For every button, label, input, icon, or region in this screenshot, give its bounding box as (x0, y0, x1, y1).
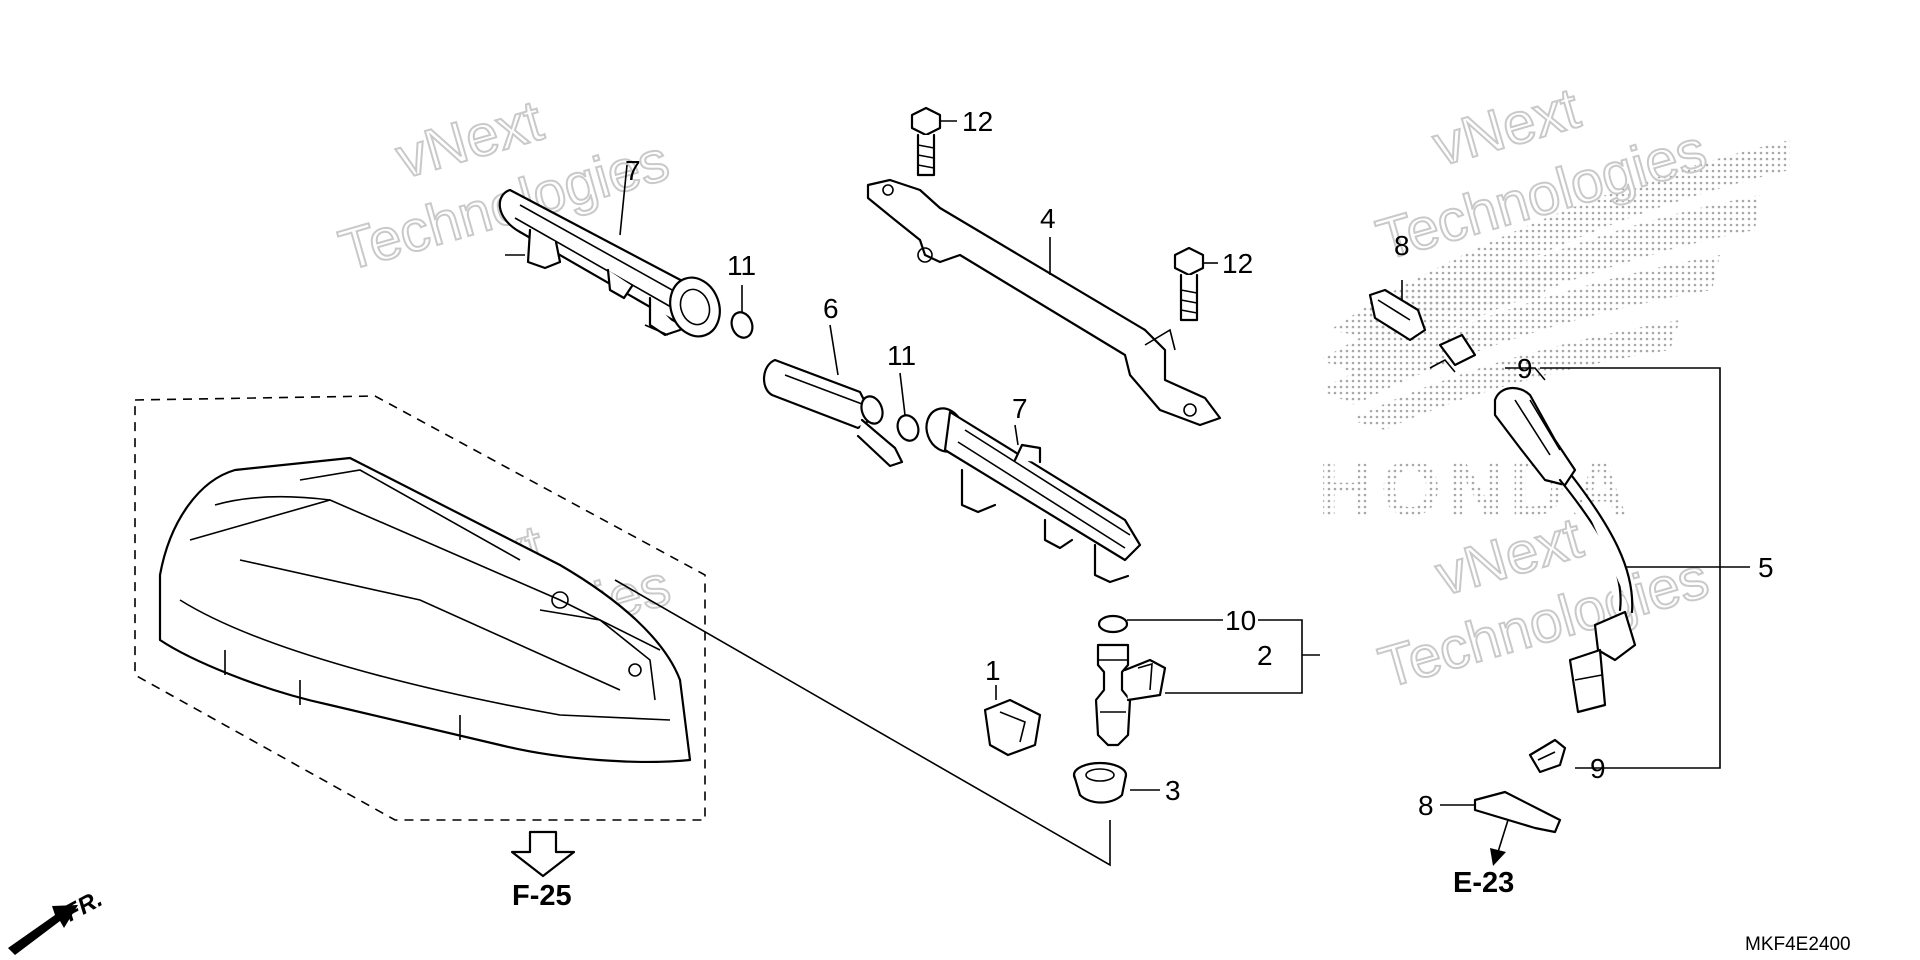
diagram-code: MKF4E2400 (1745, 934, 1851, 955)
callout-12-upper: 12 (962, 106, 993, 137)
callout-8-lower: 8 (1418, 790, 1434, 821)
injector-clip (983, 698, 1042, 757)
callout-4: 4 (1040, 203, 1056, 234)
callout-11-lower: 11 (887, 340, 916, 371)
seal-ring (1097, 614, 1129, 634)
callout-9-upper: 9 (1517, 353, 1533, 384)
callout-5: 5 (1758, 552, 1774, 583)
connector-clip-lower (1473, 790, 1562, 834)
callout-12-right: 12 (1222, 248, 1253, 279)
o-ring-upper (730, 311, 754, 339)
callout-3: 3 (1165, 775, 1181, 806)
injector-grommet (1072, 761, 1128, 804)
callout-10: 10 (1225, 605, 1256, 636)
reference-e23-label: E-23 (1453, 867, 1514, 899)
callout-9-lower: 9 (1590, 753, 1606, 784)
o-ring-lower (896, 414, 920, 442)
callout-labels: 1 2 3 4 5 6 7 7 8 8 9 9 10 11 11 12 12 (625, 106, 1774, 821)
fuel-rail-lower (925, 407, 1142, 584)
leader-lines (619, 120, 1750, 806)
harness-reference: E-23 (1453, 819, 1514, 899)
bolt-right (1173, 246, 1205, 322)
leader-cover (614, 579, 1111, 867)
reference-f25-label: F-25 (512, 880, 572, 912)
callout-7-lower: 7 (1012, 393, 1028, 424)
honda-logo-text: HONDA (1318, 444, 1634, 532)
bolt-upper (910, 106, 942, 177)
callout-7-upper: 7 (625, 155, 641, 186)
connector-clip-upper (1368, 288, 1427, 342)
front-direction-marker: FR. (8, 885, 107, 955)
callout-1: 1 (985, 655, 1001, 686)
callout-6: 6 (823, 293, 839, 324)
callout-2: 2 (1257, 640, 1273, 671)
callout-8-upper: 8 (1394, 230, 1410, 261)
fuel-injector (1094, 643, 1167, 747)
air-cleaner-reference: F-25 (510, 830, 576, 912)
callout-11-upper: 11 (727, 250, 756, 281)
honda-logo: HONDA (1318, 140, 1790, 532)
air-cleaner-cover (134, 395, 706, 821)
joint-pipe (763, 358, 904, 468)
sub-harness (1429, 333, 1637, 774)
fuel-rail-upper (498, 188, 721, 338)
fuel-rail-bracket (866, 178, 1222, 427)
